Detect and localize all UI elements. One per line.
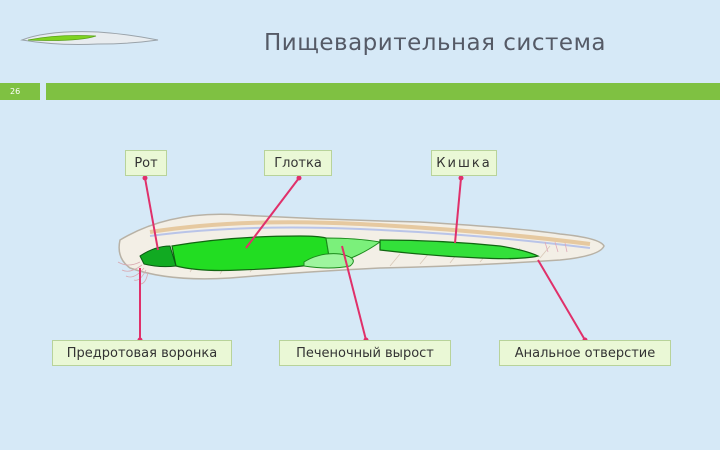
page-number: 26 <box>0 83 40 100</box>
tail-fin <box>544 241 568 253</box>
label-preoral-funnel: Предротовая воронка <box>52 340 232 366</box>
header-accent-bar <box>46 83 720 100</box>
label-anal-opening: Анальное отверстие <box>499 340 671 366</box>
label-intestine: Кишка <box>431 150 497 176</box>
pointer-lines <box>139 177 586 341</box>
slide-title: Пищеварительная система <box>263 30 607 56</box>
dorsal-tissue <box>149 220 591 246</box>
mouth-shape <box>139 245 177 268</box>
lancelet-thumbnail-icon <box>20 31 159 45</box>
label-liver-outgrowth: Печеночный вырост <box>279 340 451 366</box>
oral-cirri <box>117 261 149 285</box>
label-pharynx: Глотка <box>264 150 332 176</box>
label-mouth: Рот <box>125 150 167 176</box>
